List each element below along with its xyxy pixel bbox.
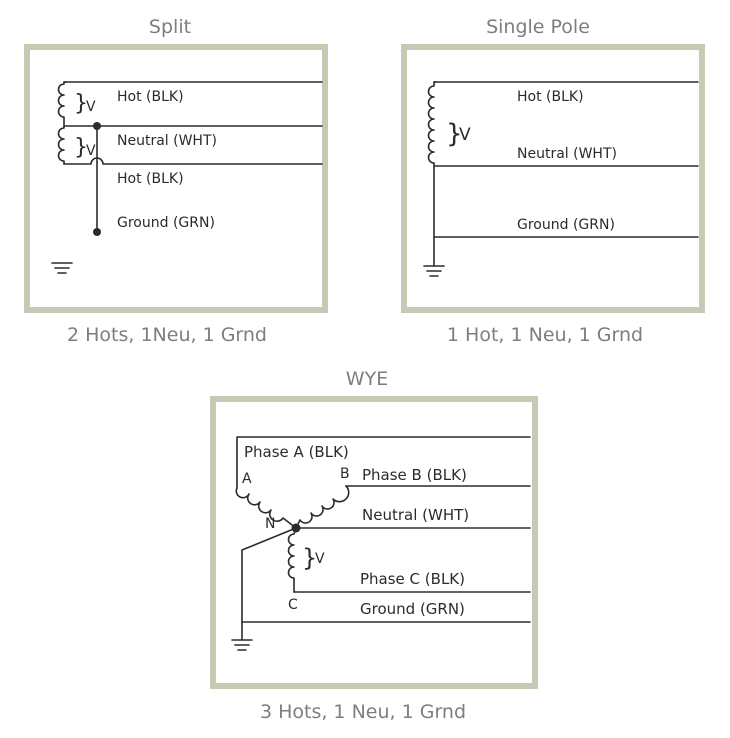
wye-phase-b-label: Phase B (BLK) xyxy=(362,466,467,484)
single-pole-coil xyxy=(427,81,437,167)
wye-node-a-label: A xyxy=(242,471,252,487)
split-v1-label: V xyxy=(86,99,96,115)
single-pole-frame xyxy=(401,44,705,313)
split-hot2-wire xyxy=(63,157,323,165)
wye-phase-a-coil xyxy=(235,487,297,529)
single-pole-panel: Single Pole } V Hot (BLK) Neutral (WHT) … xyxy=(401,16,705,346)
split-brace-lower: } xyxy=(74,135,88,160)
wye-frame xyxy=(210,396,538,689)
single-pole-ground-label: Ground (GRN) xyxy=(517,217,615,233)
split-caption: 2 Hots, 1Neu, 1 Grnd xyxy=(67,324,267,346)
split-title: Split xyxy=(149,16,191,38)
wye-node-b-label: B xyxy=(340,466,350,482)
split-neutral-junction xyxy=(93,122,101,130)
wye-neutral-label: Neutral (WHT) xyxy=(362,506,469,524)
split-panel: Split } V } V Hot (BLK) Neutral (WHT) Ho… xyxy=(24,16,328,346)
wye-title: WYE xyxy=(346,368,388,390)
split-ground-terminal xyxy=(93,228,101,236)
single-pole-ground-icon xyxy=(423,265,445,277)
wye-phase-c-label: Phase C (BLK) xyxy=(360,570,465,588)
single-pole-title: Single Pole xyxy=(486,16,590,38)
split-coil-lower xyxy=(57,125,65,165)
wye-brace: } xyxy=(302,544,317,572)
wye-node-n-label: N xyxy=(265,516,275,532)
wye-phase-c-coil xyxy=(287,527,297,593)
single-pole-v-label: V xyxy=(459,125,471,145)
split-frame xyxy=(24,44,328,313)
split-hot2-label: Hot (BLK) xyxy=(117,171,184,187)
single-pole-hot-label: Hot (BLK) xyxy=(517,89,584,105)
wye-ground-icon xyxy=(231,639,253,651)
split-ground-icon xyxy=(51,262,73,274)
split-brace-upper: } xyxy=(74,91,88,116)
wye-ground-label: Ground (GRN) xyxy=(360,600,465,618)
wye-phase-a-label: Phase A (BLK) xyxy=(244,443,349,461)
wye-node-c-label: C xyxy=(288,597,298,613)
wye-neutral-ground-link xyxy=(241,527,297,641)
wye-neutral-junction xyxy=(291,523,301,533)
single-pole-neutral-label: Neutral (WHT) xyxy=(517,146,617,162)
wye-v-label: V xyxy=(315,551,325,567)
wye-phase-b-coil xyxy=(295,485,350,529)
split-neutral-label: Neutral (WHT) xyxy=(117,133,217,149)
wye-panel: WYE } V Phase A (BLK) A B Phase B (BLK) … xyxy=(210,368,538,723)
wye-caption: 3 Hots, 1 Neu, 1 Grnd xyxy=(260,701,466,723)
split-ground-label: Ground (GRN) xyxy=(117,215,215,231)
split-coil-upper xyxy=(57,81,67,127)
single-pole-brace: } xyxy=(446,119,463,149)
single-pole-caption: 1 Hot, 1 Neu, 1 Grnd xyxy=(447,324,643,346)
split-v2-label: V xyxy=(86,143,96,159)
wye-phase-a-wire xyxy=(236,436,531,489)
split-hot1-label: Hot (BLK) xyxy=(117,89,184,105)
